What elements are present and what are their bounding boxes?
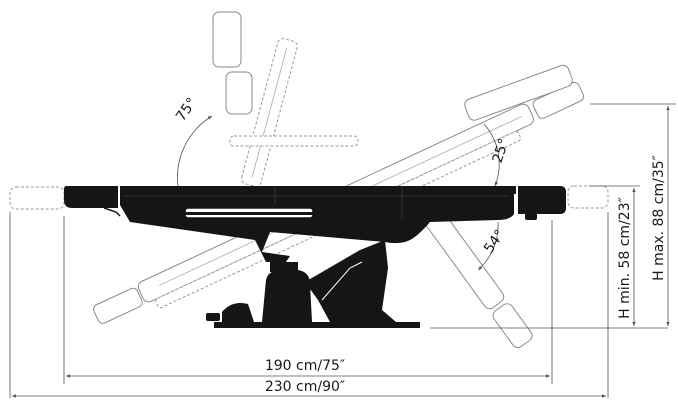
chair-main bbox=[64, 186, 566, 328]
ghost-head-flat bbox=[9, 186, 65, 210]
chair-base-foot bbox=[222, 303, 254, 322]
arc-backrest bbox=[177, 115, 213, 187]
label-angle-leg: 54° bbox=[481, 227, 508, 257]
ghost-headrest-mid bbox=[225, 71, 253, 115]
arc-leg bbox=[477, 221, 499, 271]
label-length-inner: 190 cm/75″ bbox=[265, 358, 345, 374]
label-length-outer: 230 cm/90″ bbox=[265, 379, 345, 395]
lift-arm bbox=[305, 240, 396, 322]
head-section bbox=[64, 186, 118, 208]
ghost-backrest-raised bbox=[240, 38, 298, 187]
arc-tilt bbox=[483, 123, 500, 187]
ghost-headrest-top bbox=[212, 11, 242, 68]
ghost-foot-flat bbox=[567, 185, 609, 209]
lift-column bbox=[262, 270, 312, 322]
foot-pedal[interactable] bbox=[206, 313, 220, 321]
label-height-min: H min. 58 cm/23″ bbox=[617, 197, 633, 319]
angle-arcs bbox=[177, 115, 500, 271]
label-height-max: H max. 88 cm/35″ bbox=[651, 155, 667, 281]
seat-support bbox=[120, 205, 410, 262]
ghost-armrest bbox=[229, 135, 359, 147]
seat-body bbox=[120, 186, 514, 240]
label-angle-backrest: 75° bbox=[173, 95, 200, 125]
label-angle-tilt: 25° bbox=[490, 136, 513, 165]
foot-section bbox=[518, 186, 566, 214]
column-collar bbox=[270, 262, 298, 272]
dimension-lines bbox=[9, 103, 676, 398]
chair-base bbox=[214, 322, 420, 328]
ghost-foot-raised bbox=[464, 64, 573, 121]
